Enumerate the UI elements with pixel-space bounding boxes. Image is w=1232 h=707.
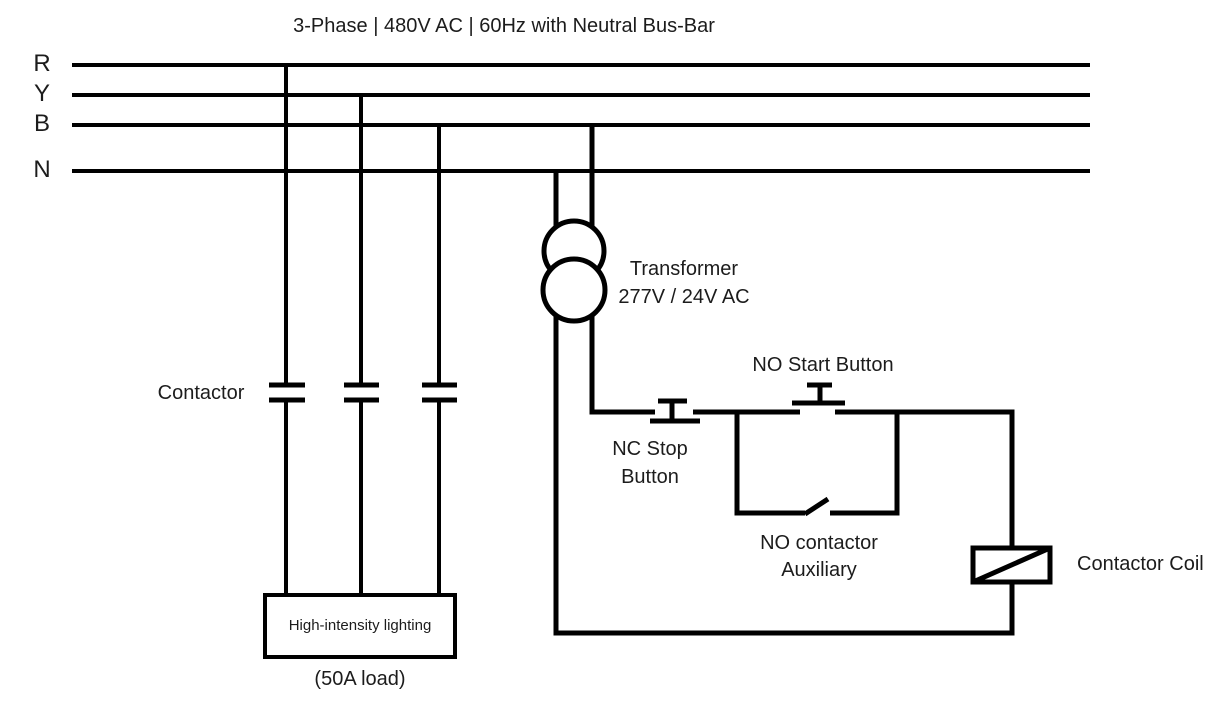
contactor-coil-label: Contactor Coil	[1077, 553, 1204, 575]
bus-label-b: B	[33, 110, 51, 137]
contactor-label: Contactor	[157, 382, 245, 404]
load-box-icon	[263, 593, 457, 659]
bus-bars	[72, 63, 1090, 173]
wire-aux-left-branch	[734, 412, 805, 516]
no-aux-label: NO contactor Auxiliary	[760, 530, 878, 584]
transformer-icon	[540, 218, 608, 324]
wire-start-to-coil-return	[553, 171, 1015, 636]
nc-stop-line1: NC Stop	[612, 438, 688, 460]
no-start-button-label: NO Start Button	[752, 354, 894, 376]
control-wiring	[553, 125, 1015, 636]
wire-aux-right-branch	[830, 412, 900, 516]
load-box-label: High-intensity lighting	[288, 617, 432, 634]
load-box-outline	[263, 593, 457, 659]
bus-label-y: Y	[33, 80, 51, 107]
transformer-rating: 277V / 24V AC	[618, 286, 750, 308]
bus-label-n: N	[33, 156, 51, 183]
no-aux-line1: NO contactor	[760, 532, 878, 554]
no-aux-blade	[803, 496, 830, 517]
transformer-secondary-winding	[540, 256, 608, 324]
wire-primary-b-to-stop	[589, 125, 655, 415]
no-aux-line2: Auxiliary	[781, 559, 857, 581]
load-rating-label: (50A load)	[314, 668, 406, 690]
transformer-label: Transformer 277V / 24V AC	[618, 255, 749, 311]
no-start-button-icon	[792, 382, 845, 406]
transformer-name: Transformer	[629, 258, 739, 280]
nc-stop-button-icon	[650, 398, 700, 424]
coil-diagonal	[971, 545, 1052, 585]
no-aux-contact-icon	[803, 496, 830, 517]
diagram-title: 3-Phase | 480V AC | 60Hz with Neutral Bu…	[293, 15, 715, 37]
nc-stop-button-label: NC Stop Button	[612, 435, 688, 491]
contactor-coil-icon	[970, 545, 1053, 585]
bus-label-r: R	[33, 50, 51, 77]
power-feeders	[284, 65, 441, 597]
nc-stop-line2: Button	[621, 466, 679, 488]
contactor-poles-icon	[269, 382, 457, 403]
